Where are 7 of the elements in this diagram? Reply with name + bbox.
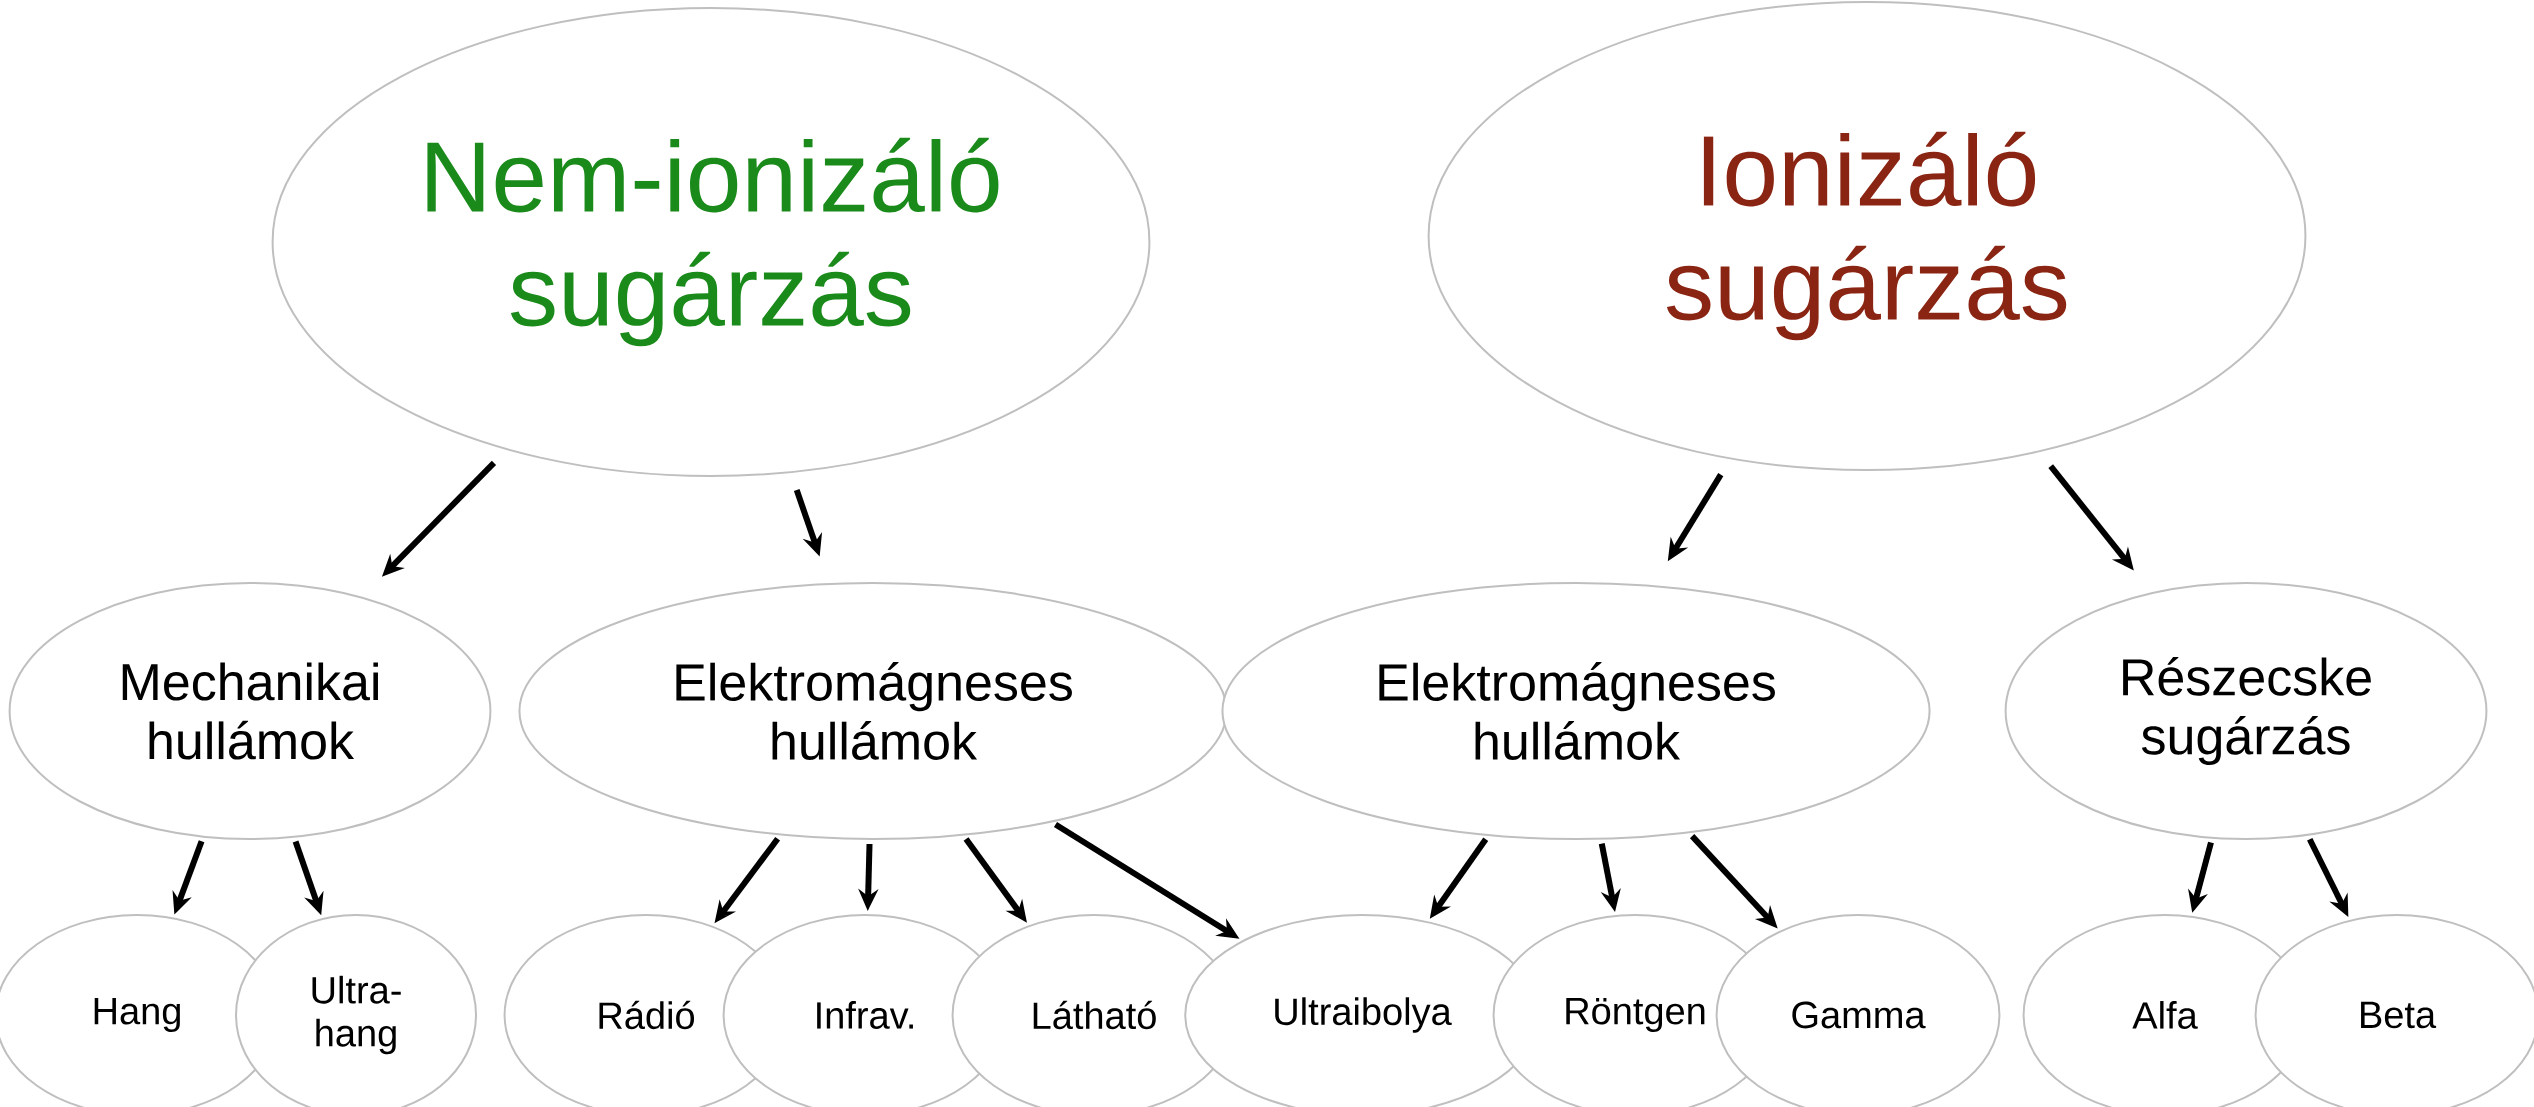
node-label: Ultraibolya: [1275, 997, 1452, 1033]
node-label: Gamma: [1792, 1001, 1926, 1029]
node-label: Infrav.: [817, 1001, 913, 1029]
node-label: Röntgen: [1566, 997, 1705, 1033]
node-label: Ultra-hang: [312, 975, 401, 1055]
node-label: Látható: [1033, 1000, 1156, 1030]
node-label: Beta: [2361, 1001, 2437, 1029]
